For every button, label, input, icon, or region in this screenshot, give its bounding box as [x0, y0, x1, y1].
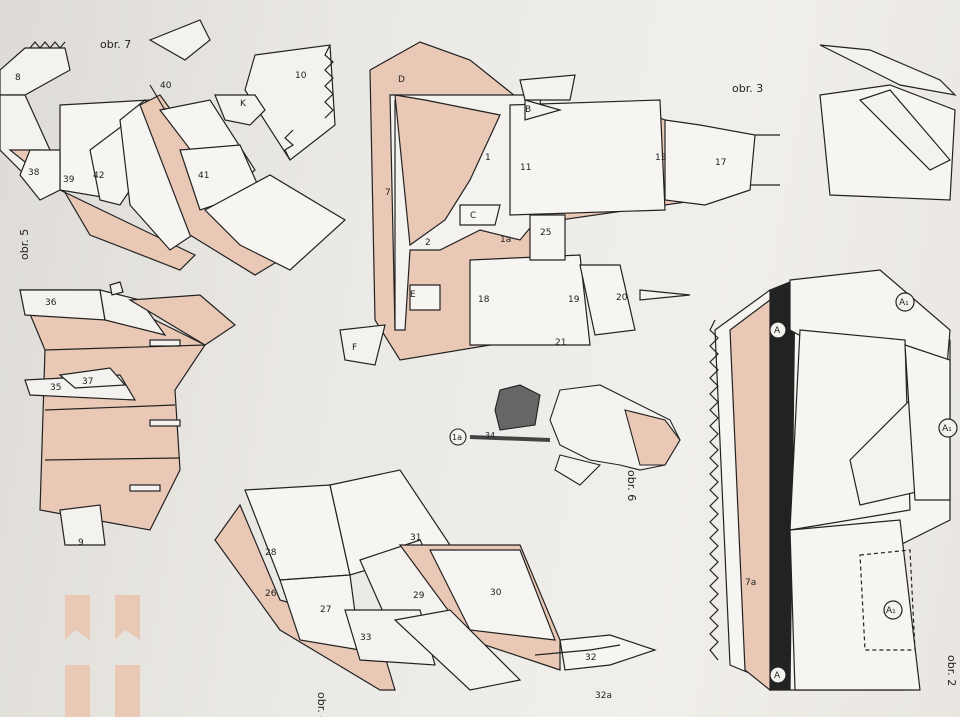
fig2-part-labels: A A₁ A₁ A₁ A 7a: [745, 298, 952, 681]
fig6-part-labels: 8 38 39 42 40 41 10 K: [15, 71, 307, 185]
fig3-caption: obr. 3: [732, 82, 763, 95]
part-label: 10: [295, 71, 307, 81]
part-label: 27: [320, 605, 331, 615]
figure-5: [19, 281, 236, 546]
part-label: 20: [616, 293, 628, 303]
part-label: 19: [568, 295, 580, 305]
part-label: 28: [265, 548, 277, 558]
part-label: 32: [585, 653, 596, 663]
fig7-caption: obr. 6: [625, 470, 638, 501]
part-label: K: [240, 99, 247, 109]
bottom-tabs: [65, 595, 140, 717]
part-label: 40: [160, 81, 172, 91]
part-label: A: [774, 671, 781, 681]
fig7-part-labels: 1a 34: [452, 431, 495, 442]
fig5-caption: obr. 5: [18, 229, 31, 260]
part-label: 31: [410, 533, 421, 543]
figure-7: [449, 384, 681, 486]
fig3-part-labels: D B 7 1 11 13 17 C E 2 25 18 19 20 21 F …: [352, 75, 726, 353]
part-label: 42: [93, 171, 104, 181]
part-label: 7: [385, 188, 391, 198]
part-label: 29: [413, 591, 425, 601]
part-label: 1a: [452, 433, 462, 442]
part-label: 1: [485, 153, 491, 163]
part-label: 26: [265, 589, 277, 599]
part-label: 39: [63, 175, 75, 185]
part-label: 32a: [595, 691, 612, 701]
fig5-part-labels: 36 35 37 9: [45, 298, 93, 548]
part-label: 35: [50, 383, 61, 393]
fig4-caption: obr. 4: [315, 692, 328, 717]
fig2-caption: obr. 2: [945, 655, 958, 686]
figure-3: [339, 41, 780, 366]
part-label: D: [398, 75, 405, 85]
part-label: 25: [540, 228, 551, 238]
part-label: 13: [655, 153, 666, 163]
part-label: A₁: [942, 424, 952, 434]
part-label: 33: [360, 633, 371, 643]
part-label: B: [525, 105, 531, 115]
figure-6: [0, 19, 347, 276]
part-label: 9: [78, 538, 84, 548]
part-label: A: [774, 326, 781, 336]
part-label: 18: [478, 295, 490, 305]
part-label: A₁: [886, 606, 896, 616]
figure-2: [709, 44, 958, 692]
part-label: E: [410, 290, 416, 300]
part-label: F: [352, 343, 357, 353]
part-label: 30: [490, 588, 502, 598]
part-label: 36: [45, 298, 57, 308]
part-label: 2: [425, 238, 431, 248]
part-label: 1a: [500, 235, 511, 245]
part-label: 41: [198, 171, 209, 181]
fig6-caption: obr. 7: [100, 38, 131, 51]
fig4-part-labels: 28 31 26 27 29 30 33 32 32a: [265, 533, 612, 701]
part-label: C: [470, 211, 476, 221]
part-label: 7a: [745, 578, 756, 588]
part-label: 11: [520, 163, 531, 173]
figure-4: [214, 469, 657, 691]
part-label: 17: [715, 158, 726, 168]
part-label: 21: [555, 338, 566, 348]
part-label: A₁: [899, 298, 909, 308]
part-label: 37: [82, 377, 93, 387]
part-label: 8: [15, 73, 21, 83]
part-label: 38: [28, 168, 40, 178]
part-label: 34: [485, 431, 495, 440]
